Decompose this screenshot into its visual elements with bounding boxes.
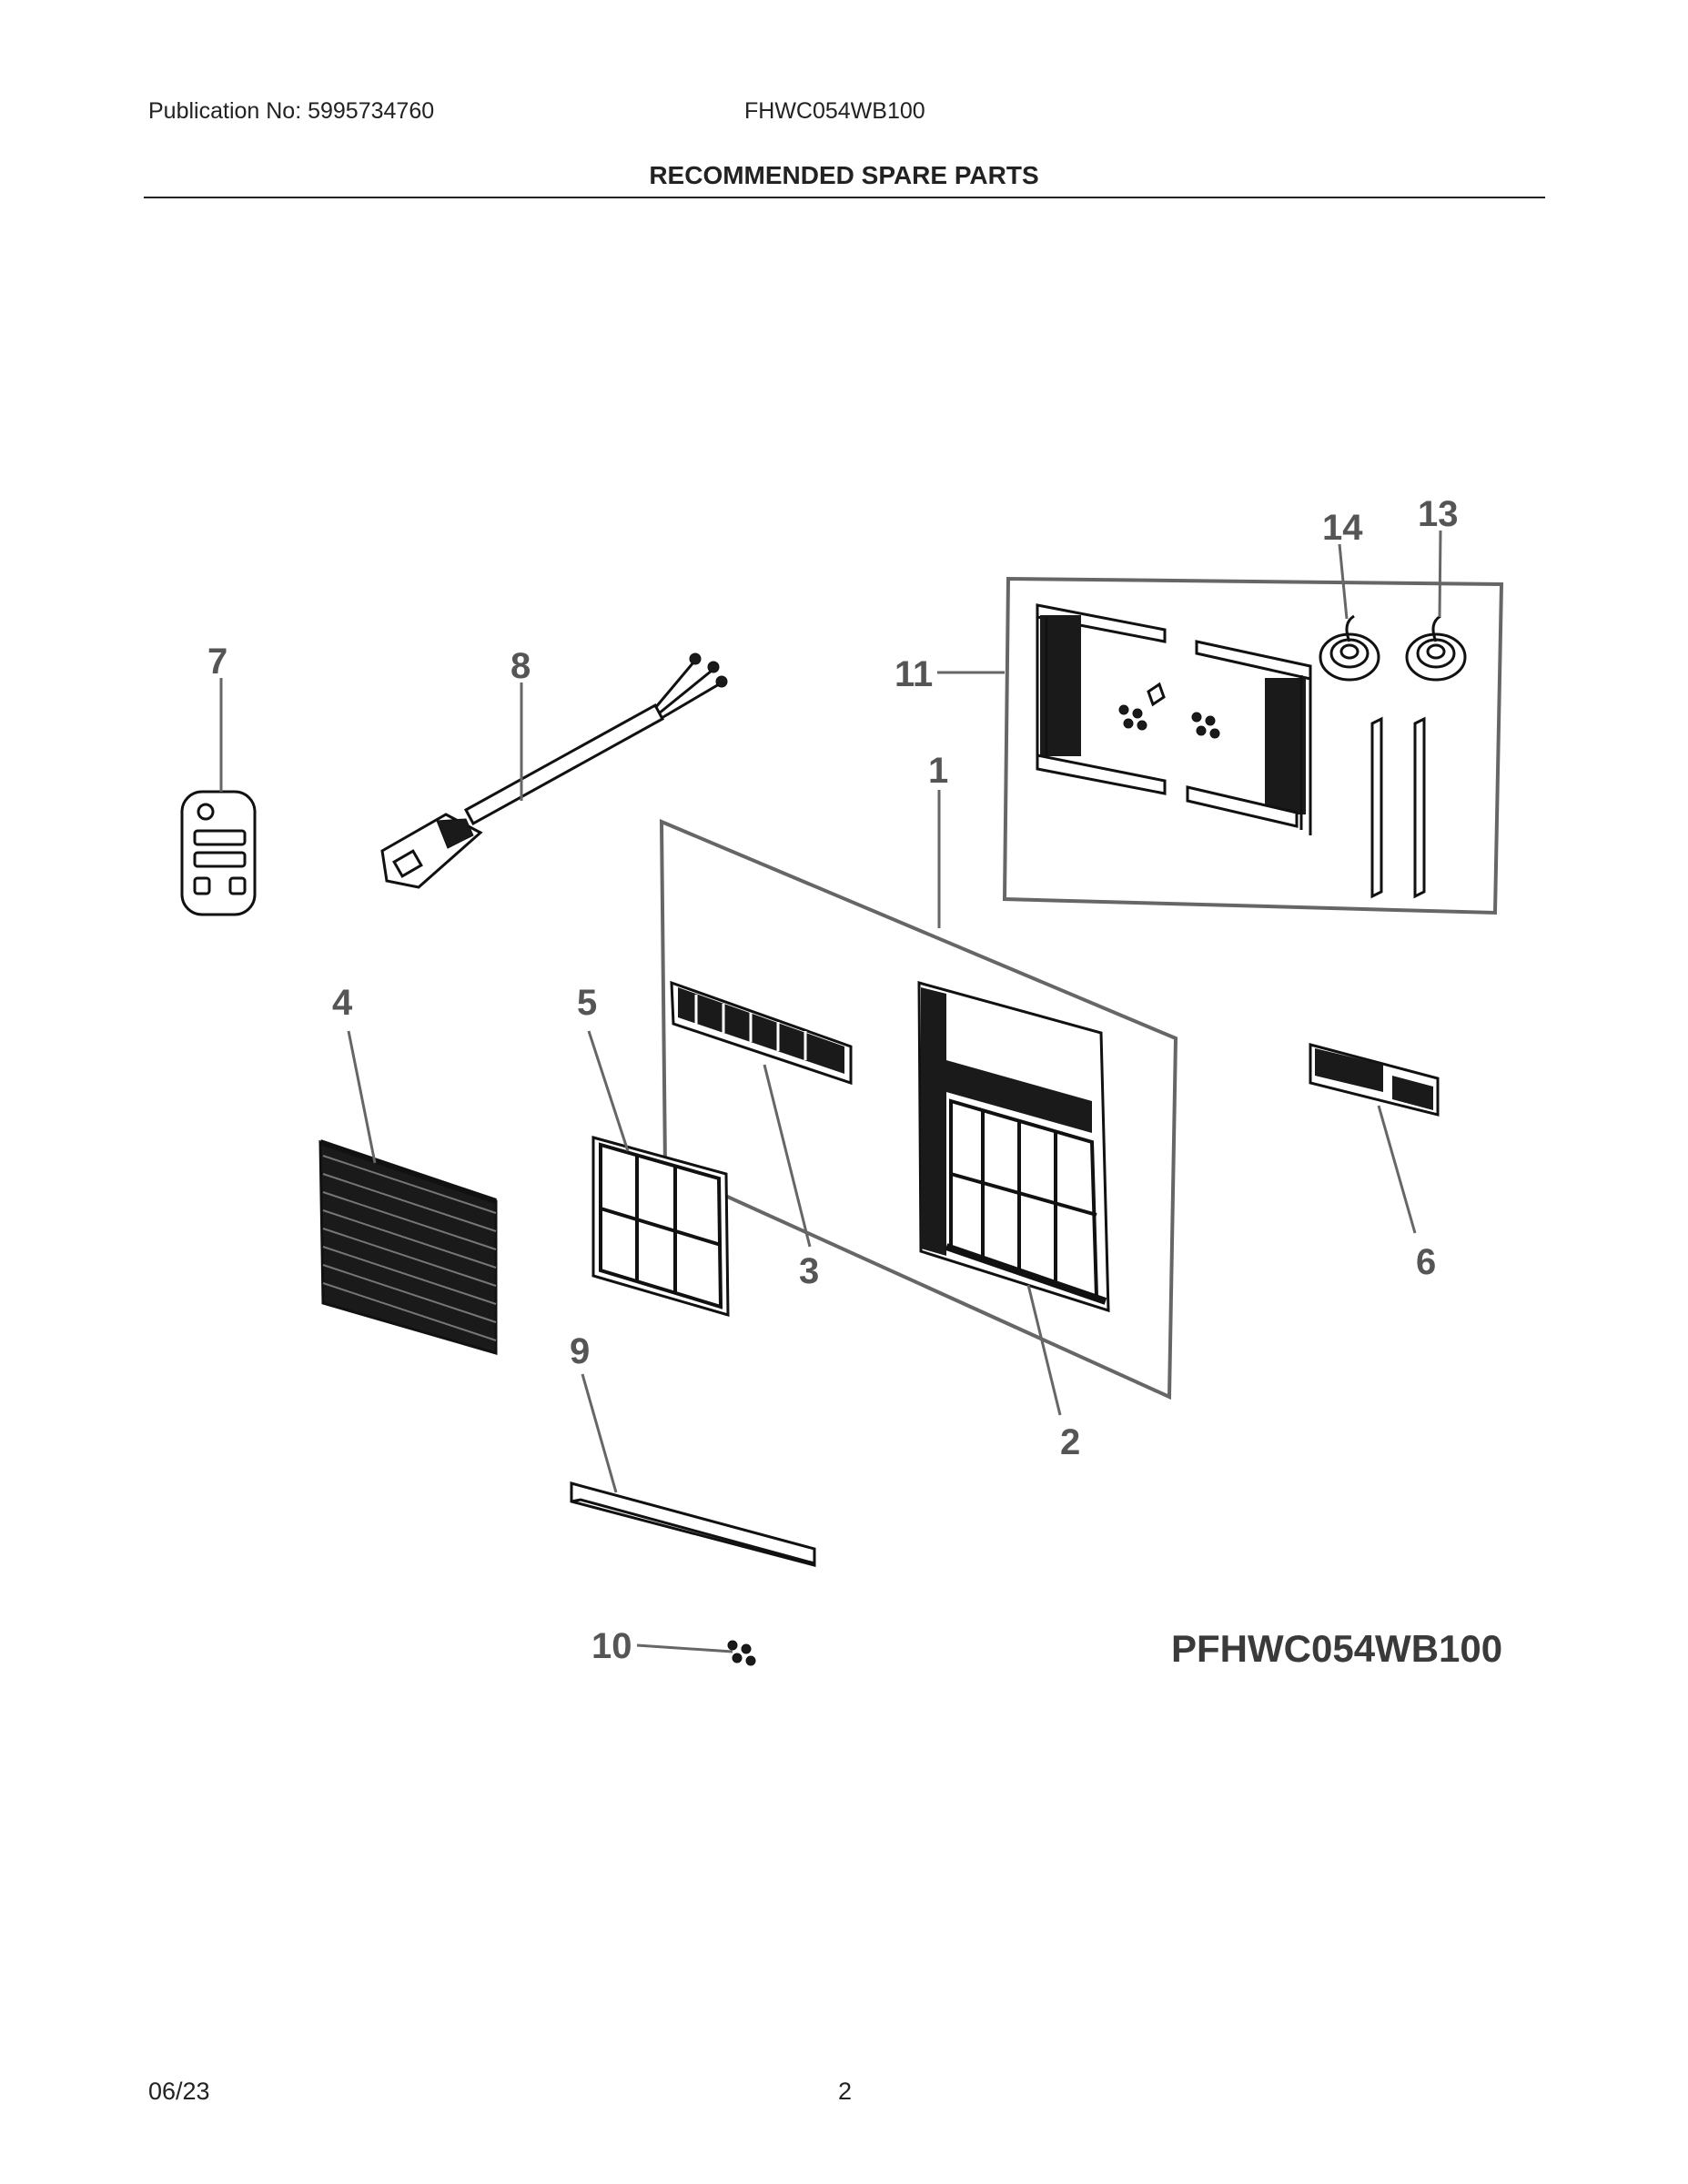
control-board-part[interactable]: [1309, 1043, 1440, 1117]
front-panel-part[interactable]: [917, 981, 1110, 1313]
screws-part[interactable]: [727, 1640, 756, 1666]
air-filter-part[interactable]: [591, 1136, 730, 1318]
header-divider: [144, 197, 1545, 198]
callout-14: 14: [1322, 508, 1363, 548]
footer-date: 06/23: [148, 2078, 210, 2105]
model-number: FHWC054WB100: [744, 98, 925, 124]
diagram-model-label: PFHWC054WB100: [1171, 1627, 1502, 1670]
callout-1: 1: [928, 751, 948, 791]
callout-8: 8: [510, 646, 531, 686]
callout-3: 3: [799, 1251, 819, 1291]
seal-strip-part[interactable]: [1370, 716, 1426, 899]
window-kit-box: [1002, 576, 1504, 915]
remote-control-part[interactable]: [180, 790, 257, 916]
callout-10: 10: [591, 1626, 632, 1666]
bottom-strip-part[interactable]: [570, 1481, 816, 1567]
callout-13: 13: [1418, 494, 1459, 534]
louver-grille-part[interactable]: [670, 980, 853, 1086]
callout-11: 11: [895, 654, 933, 694]
callout-7: 7: [207, 642, 227, 682]
callout-2: 2: [1060, 1422, 1080, 1462]
rear-grille-part[interactable]: [318, 1139, 498, 1355]
publication-number: Publication No: 5995734760: [148, 98, 435, 124]
callout-4: 4: [332, 983, 353, 1023]
foam-seal-roll-part[interactable]: [1319, 614, 1380, 682]
page-title: RECOMMENDED SPARE PARTS: [649, 161, 1039, 189]
foam-seal-roll-part[interactable]: [1405, 614, 1467, 682]
callout-5: 5: [577, 983, 597, 1023]
callout-6: 6: [1416, 1242, 1436, 1282]
front-panel-assembly-box: [659, 818, 1178, 1400]
page-number: 2: [838, 2078, 853, 2105]
callout-9: 9: [570, 1331, 590, 1371]
side-curtain-panel-part[interactable]: [1036, 603, 1312, 835]
power-cord-part[interactable]: [380, 652, 728, 889]
